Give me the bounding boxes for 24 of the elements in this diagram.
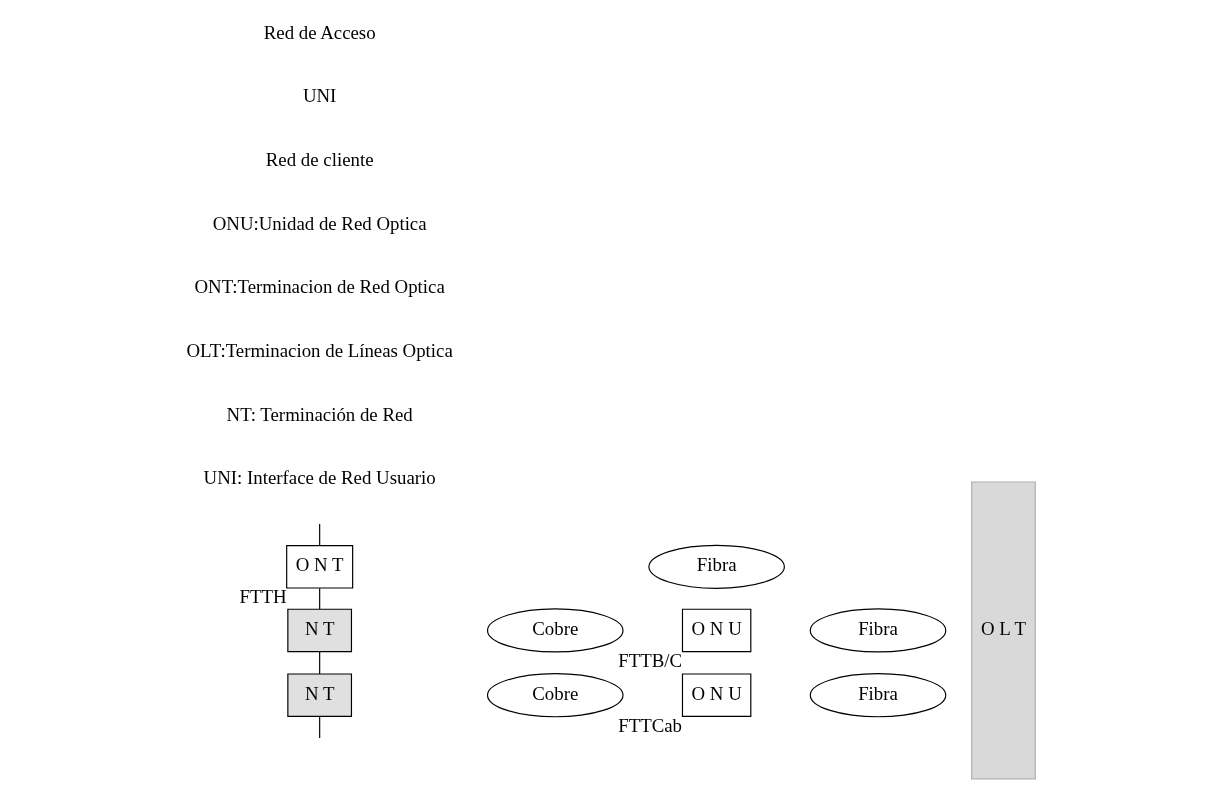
node-ellipse: Cobre [486, 673, 624, 718]
label: NT: Terminación de Red [226, 403, 413, 425]
node-box: N T [287, 608, 353, 653]
connector [319, 523, 321, 546]
label: OLT:Terminacion de Líneas Optica [186, 339, 453, 361]
node-box: O N U [681, 608, 752, 653]
node-ellipse: Cobre [486, 608, 624, 653]
label: UNI [302, 85, 337, 107]
node-box: O N U [681, 673, 752, 717]
node-ellipse: Fibra [809, 608, 947, 653]
label: UNI: Interface de Red Usuario [203, 467, 436, 489]
connector [319, 587, 321, 610]
label: ONT:Terminacion de Red Optica [194, 276, 445, 298]
label: Red de Acceso [263, 21, 376, 43]
node-ellipse: Fibra [648, 544, 785, 589]
node-ellipse: Fibra [809, 673, 947, 718]
label: Red de cliente [265, 149, 374, 171]
label: ONU:Unidad de Red Optica [212, 212, 427, 234]
node-box: O L T [971, 481, 1036, 780]
connector [319, 651, 321, 675]
node-box: O N T [286, 545, 354, 589]
node-box: N T [287, 673, 353, 717]
connector [319, 716, 321, 739]
node-label: FTTH [239, 586, 287, 608]
